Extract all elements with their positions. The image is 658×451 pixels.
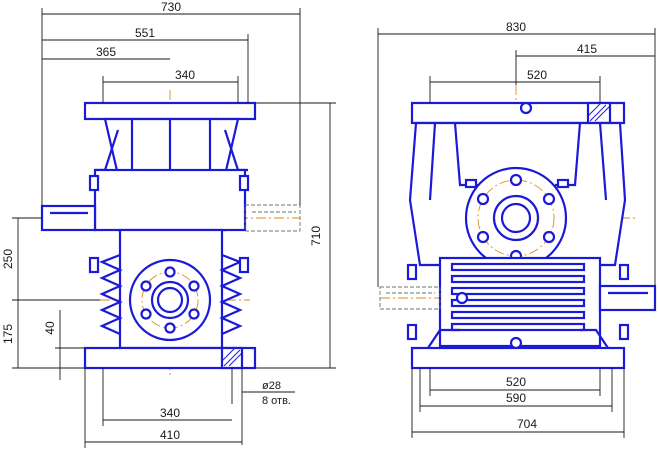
dim-text-704: 704 — [517, 417, 537, 431]
right-fin-3 — [450, 286, 586, 296]
right-side-bolt-4 — [618, 323, 630, 341]
left-flange-hole-3 — [188, 308, 200, 320]
right-small-bolt-1 — [464, 178, 478, 189]
left-flange-hole-5 — [140, 308, 152, 320]
right-small-bolt-2 — [556, 178, 570, 189]
hatch-line — [223, 349, 241, 367]
right-side-bolt-3 — [406, 323, 418, 341]
left-base — [83, 346, 257, 370]
right-edge-right — [598, 122, 608, 201]
dim-text-40: 40 — [43, 321, 57, 335]
right-output-shaft — [598, 284, 657, 312]
left-top-flange — [83, 101, 257, 121]
right-base-rib-right — [580, 328, 609, 349]
right-fin-4 — [450, 298, 586, 308]
left-input-shaft — [40, 204, 97, 232]
dim-text-250: 250 — [1, 249, 15, 269]
left-output-bore — [156, 286, 184, 314]
right-fin-1 — [450, 262, 586, 272]
right-side-bolt-2 — [618, 263, 630, 281]
hatch-line — [587, 102, 602, 117]
hole-diameter-note: ø28 — [262, 380, 281, 392]
right-phantom-shaft — [379, 286, 441, 310]
right-input-hub — [492, 194, 540, 242]
right-flange-hole-5 — [476, 230, 490, 244]
right-fin-2 — [450, 274, 586, 284]
left-fins-right — [219, 253, 243, 336]
dim-text-415: 415 — [577, 42, 597, 56]
hatch-line — [228, 352, 243, 367]
dim-text-520-bottom: 520 — [506, 375, 526, 389]
dim-text-410: 410 — [160, 428, 180, 442]
right-dimensions: 830 415 520 520 590 704 — [377, 20, 656, 438]
right-fin-5 — [450, 310, 586, 320]
dim-text-710: 710 — [309, 226, 323, 246]
right-flange-hole-6 — [476, 192, 490, 206]
hole-count-note: 8 отв. — [262, 395, 291, 407]
right-drain-plug — [509, 336, 523, 350]
left-flange-hole-4 — [164, 322, 176, 334]
right-flange-hole-2 — [542, 192, 556, 206]
dim-text-590: 590 — [506, 391, 526, 405]
left-mid-body — [93, 168, 247, 232]
left-flange-hole-2 — [188, 280, 200, 292]
dim-text-730: 730 — [161, 0, 181, 14]
left-phantom-shaft — [244, 204, 301, 232]
right-view — [379, 85, 657, 370]
left-side-bolt-3 — [88, 174, 100, 192]
right-base-rib-left — [427, 328, 460, 349]
left-fins-left — [99, 253, 123, 336]
right-base — [410, 346, 626, 370]
right-fin-6 — [450, 322, 586, 332]
right-flange-hole-3 — [542, 230, 556, 244]
left-side-bolt-4 — [238, 174, 250, 192]
dim-text-175: 175 — [1, 324, 15, 344]
right-flange-hole-1 — [509, 173, 523, 187]
dim-text-520-top: 520 — [527, 68, 547, 82]
left-dimensions: 730 551 365 340 710 250 175 40 — [1, 0, 336, 448]
right-plug-left — [455, 291, 469, 305]
right-input-bore — [500, 202, 532, 234]
dim-text-340-bottom: 340 — [160, 406, 180, 420]
left-side-bolt-1 — [88, 256, 100, 274]
dim-text-551: 551 — [135, 26, 155, 40]
left-view — [40, 90, 301, 375]
dim-text-365: 365 — [96, 45, 116, 59]
hatch-line — [221, 347, 236, 362]
left-side-bolt-2 — [238, 256, 250, 274]
dim-text-340-top: 340 — [175, 68, 195, 82]
hatch-line — [594, 105, 611, 122]
right-top-plug — [519, 101, 533, 115]
left-flange-hole-6 — [140, 280, 152, 292]
hatch-line — [589, 104, 607, 122]
dim-text-830: 830 — [506, 20, 526, 34]
left-flange-hole-1 — [164, 266, 176, 278]
right-side-bolt-1 — [406, 263, 418, 281]
right-edge-left — [428, 122, 437, 201]
